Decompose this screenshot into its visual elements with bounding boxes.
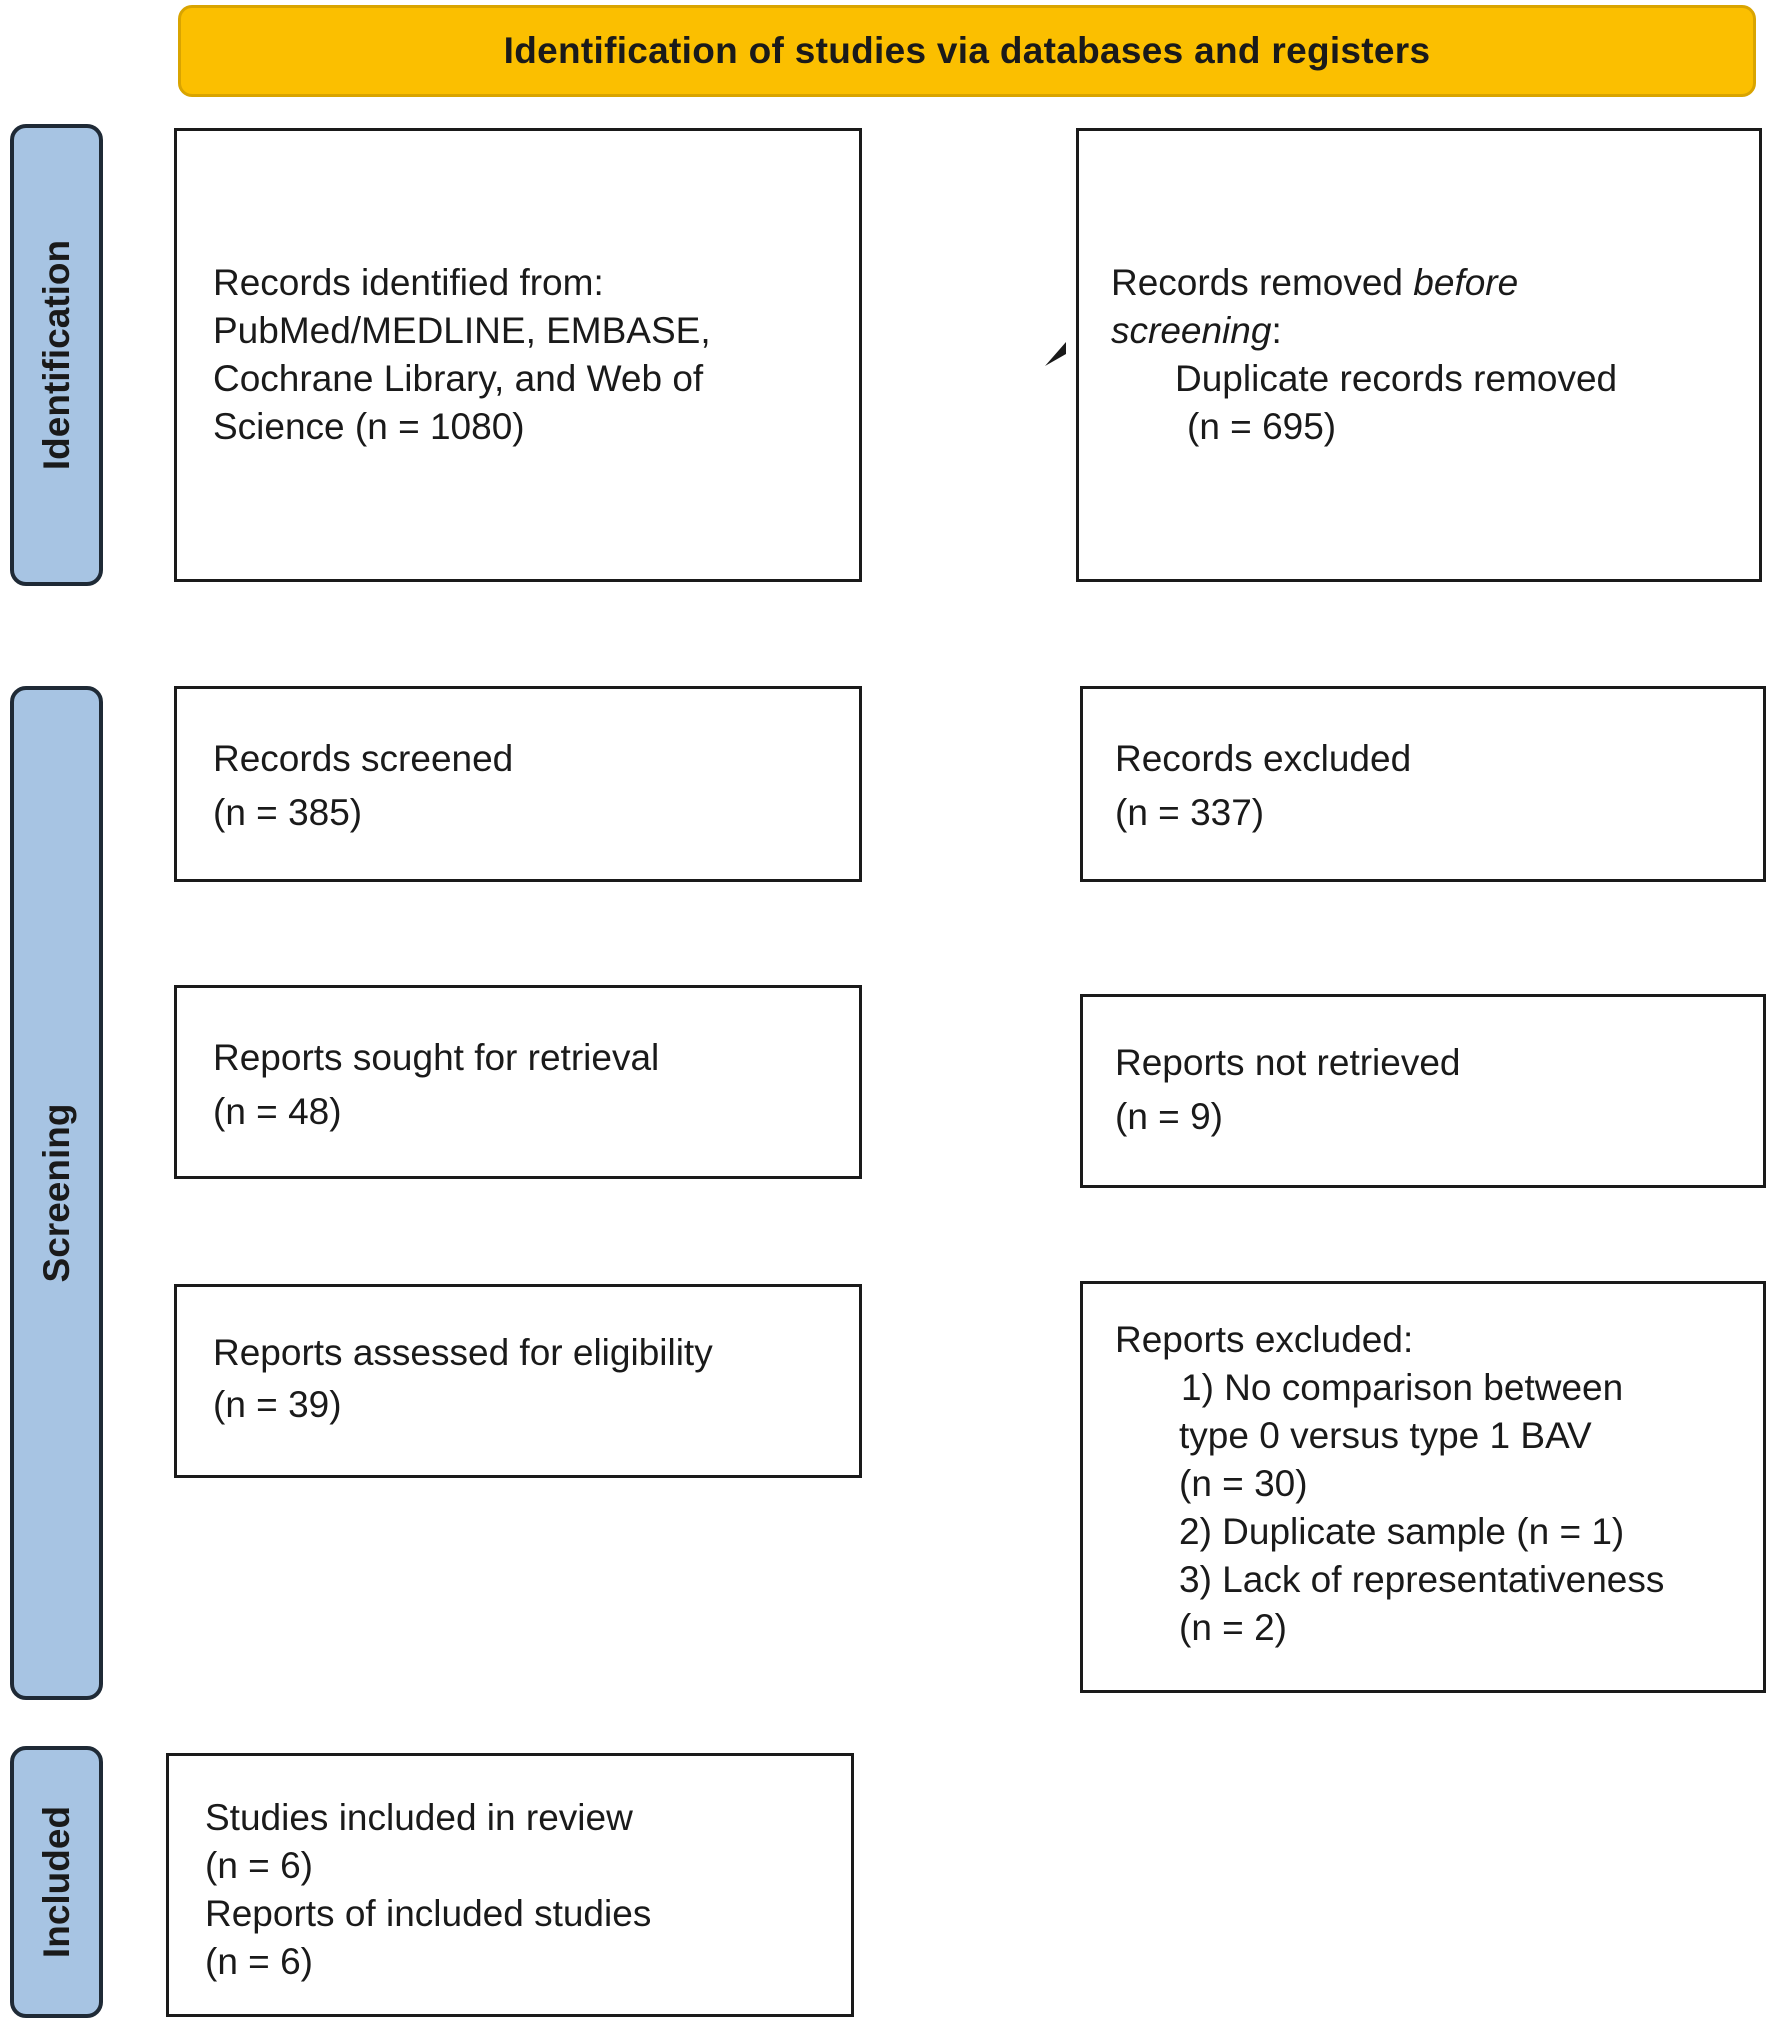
- records-identified-box: Records identified from: PubMed/MEDLINE,…: [174, 128, 862, 582]
- records-screened-count: (n = 385): [213, 792, 363, 833]
- records-removed-before: before: [1413, 262, 1519, 303]
- reports-assessed-count: (n = 39): [213, 1384, 342, 1425]
- reports-included-label: Reports of included studies: [205, 1893, 652, 1934]
- reports-excluded-reason-1-count: (n = 30): [1179, 1463, 1308, 1504]
- records-screened-label: Records screened: [213, 738, 514, 779]
- records-excluded-box: Records excluded (n = 337): [1080, 686, 1766, 882]
- reports-excluded-reason-3: 3) Lack of representativeness: [1179, 1559, 1665, 1600]
- reports-included-count: (n = 6): [205, 1941, 313, 1982]
- studies-included-count: (n = 6): [205, 1845, 313, 1886]
- reports-excluded-reason-2: 2) Duplicate sample (n = 1): [1179, 1511, 1625, 1552]
- reports-sought-count: (n = 48): [213, 1091, 342, 1132]
- arrowhead-removed: [1045, 342, 1066, 366]
- records-removed-line-2: screening:: [1111, 310, 1282, 351]
- phase-included: Included: [10, 1746, 103, 2018]
- records-identified-line-2: PubMed/MEDLINE, EMBASE,: [213, 310, 711, 351]
- reports-assessed-label: Reports assessed for eligibility: [213, 1332, 713, 1373]
- records-removed-line-1: Records removed before: [1111, 262, 1519, 303]
- header-title: Identification of studies via databases …: [503, 30, 1431, 71]
- reports-sought-box: Reports sought for retrieval (n = 48): [174, 985, 862, 1179]
- records-excluded-count: (n = 337): [1115, 792, 1265, 833]
- records-removed-screening: screening: [1111, 310, 1272, 351]
- records-identified-line-4: Science (n = 1080): [213, 406, 525, 447]
- records-identified-line-3: Cochrane Library, and Web of: [213, 358, 704, 399]
- phase-screening: Screening: [10, 686, 103, 1700]
- records-excluded-label: Records excluded: [1115, 738, 1412, 779]
- reports-not-retrieved-box: Reports not retrieved (n = 9): [1080, 994, 1766, 1188]
- records-removed-count: (n = 695): [1187, 406, 1337, 447]
- studies-included-box: Studies included in review (n = 6) Repor…: [166, 1753, 854, 2017]
- records-removed-box: Records removed before screening: Duplic…: [1076, 128, 1762, 582]
- reports-excluded-box: Reports excluded: 1) No comparison betwe…: [1080, 1281, 1766, 1693]
- records-removed-detail: Duplicate records removed: [1175, 358, 1618, 399]
- reports-excluded-label: Reports excluded:: [1115, 1319, 1414, 1360]
- reports-not-retrieved-label: Reports not retrieved: [1115, 1042, 1461, 1083]
- reports-excluded-reason-1: 1) No comparison between: [1181, 1367, 1624, 1408]
- records-screened-box: Records screened (n = 385): [174, 686, 862, 882]
- phase-identification: Identification: [10, 124, 103, 586]
- reports-assessed-box: Reports assessed for eligibility (n = 39…: [174, 1284, 862, 1478]
- reports-excluded-reason-3-count: (n = 2): [1179, 1607, 1287, 1648]
- records-identified-line-1: Records identified from:: [213, 262, 604, 303]
- reports-not-retrieved-count: (n = 9): [1115, 1096, 1223, 1137]
- reports-sought-label: Reports sought for retrieval: [213, 1037, 660, 1078]
- studies-included-label: Studies included in review: [205, 1797, 633, 1838]
- reports-excluded-reason-1b: type 0 versus type 1 BAV: [1179, 1415, 1592, 1456]
- header-banner: Identification of studies via databases …: [178, 5, 1756, 97]
